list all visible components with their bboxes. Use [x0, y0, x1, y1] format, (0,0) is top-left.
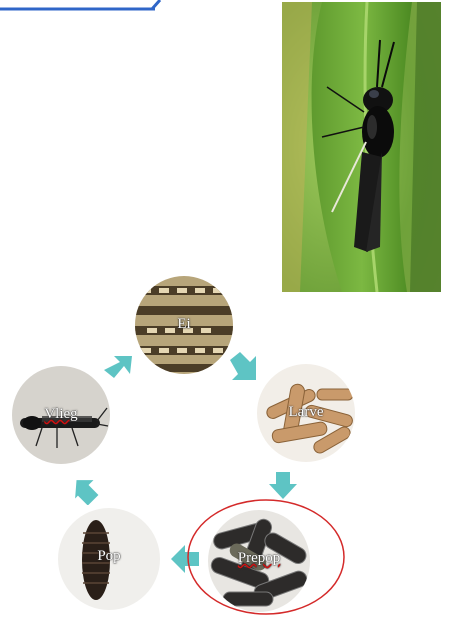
stage-label-larva: Larve — [257, 404, 355, 421]
arrow-pupa-to-fly — [70, 475, 100, 505]
stage-label-egg: Ei — [135, 316, 233, 333]
arrow-larva-to-prepupa — [268, 470, 298, 500]
stage-larva: Larve — [257, 364, 355, 462]
stage-fly: Vlieg — [12, 366, 110, 464]
highlight-ring-prepupa — [186, 498, 346, 616]
arrow-egg-to-larva — [226, 350, 260, 384]
stage-label-pupa: Pop — [58, 548, 160, 565]
title-underline — [0, 0, 165, 12]
stage-label-fly: Vlieg — [12, 406, 110, 423]
stage-pupa: Pop — [58, 508, 160, 610]
arrow-fly-to-egg — [102, 352, 136, 386]
stage-egg: Ei — [135, 276, 233, 374]
fly-photo — [282, 2, 441, 292]
